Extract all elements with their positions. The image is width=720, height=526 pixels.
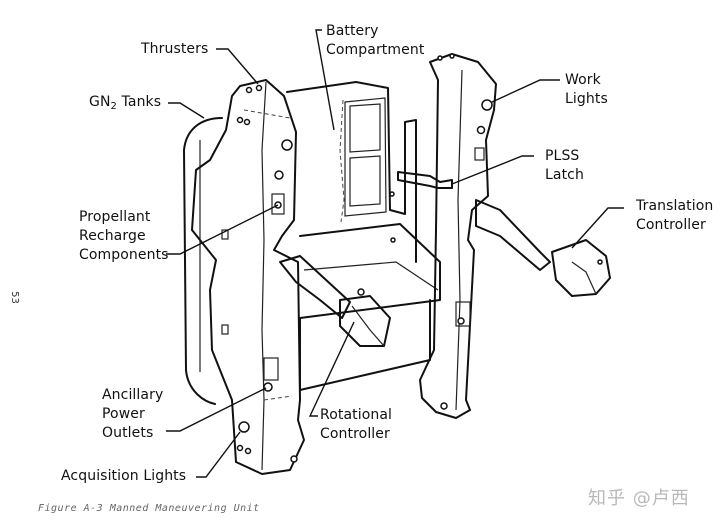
left-gauge	[274, 170, 284, 180]
leader-gn2	[168, 102, 205, 119]
battery-cutaway	[339, 99, 345, 223]
right-gauge	[476, 125, 486, 135]
left-tower-front	[261, 81, 267, 471]
right-tower-front	[455, 69, 463, 411]
leader-battery	[315, 29, 335, 131]
watermark: 知乎 @卢西	[588, 488, 690, 509]
translation-grip-face	[571, 261, 597, 295]
label-translation-line1: Translation	[636, 198, 714, 214]
label-work-line2: Lights	[565, 91, 608, 107]
rotational-grip-face	[351, 305, 385, 347]
left-work-light	[281, 139, 293, 151]
center-tray	[299, 223, 441, 319]
page-number: 53	[8, 291, 20, 304]
ancillary-power-outlet	[263, 382, 273, 392]
label-ancillary-line1: Ancillary	[102, 387, 164, 403]
right-work-light	[481, 99, 493, 111]
thruster-nozzle	[243, 118, 251, 126]
back-plate	[286, 81, 417, 263]
label-ancillary-line3: Outlets	[102, 425, 154, 441]
left-tower-edge-2	[263, 395, 293, 401]
left-tower	[191, 79, 305, 475]
acquisition-light-small	[244, 447, 252, 455]
bolt-hole	[457, 317, 465, 325]
propellant-recharge-port	[271, 193, 285, 215]
gn2-tank	[183, 117, 223, 405]
acquisition-light-small	[236, 444, 244, 452]
thruster-nozzle	[255, 84, 263, 92]
leader-propellant	[166, 204, 279, 255]
battery-cell-upper	[349, 103, 381, 153]
rotational-controller-grip	[339, 295, 391, 347]
figure-caption: Figure A-3 Manned Maneuvering Unit	[38, 503, 260, 514]
label-propellant-line1: Propellant	[79, 209, 151, 225]
thruster-nozzle	[245, 86, 253, 94]
tray-edge	[303, 261, 439, 291]
thruster-nozzle	[236, 116, 244, 124]
rotational-arm	[279, 255, 351, 319]
thruster-nozzle	[437, 55, 443, 61]
label-gn2-tanks: GN2 Tanks	[89, 93, 161, 116]
label-rotational-line2: Controller	[320, 426, 390, 442]
translation-controller-grip	[551, 239, 611, 297]
label-rotational-controller: Rotational Controller	[320, 406, 392, 444]
label-acquisition-text: Acquisition Lights	[61, 468, 187, 484]
tank-fitting	[221, 229, 229, 240]
label-acquisition-lights: Acquisition Lights	[61, 467, 186, 486]
grip-button	[597, 259, 603, 265]
label-battery-compartment: Battery Compartment	[326, 22, 424, 60]
bolt-hole	[389, 191, 395, 197]
bolt-hole	[290, 455, 298, 463]
right-lower-panel	[455, 301, 471, 327]
ancillary-power-outlet-panel	[263, 357, 279, 381]
leader-thrusters	[216, 48, 259, 85]
rotational-trigger	[357, 288, 365, 296]
label-rotational-line1: Rotational	[320, 407, 393, 423]
leader-work-lights	[491, 79, 560, 103]
label-propellant-line3: Components	[79, 247, 169, 263]
leader-acquisition	[196, 431, 241, 478]
bolt-hole	[440, 402, 448, 410]
label-plss-latch: PLSS Latch	[545, 147, 584, 185]
leader-ancillary	[166, 387, 267, 432]
leader-plss	[451, 155, 534, 185]
label-translation-line2: Controller	[636, 217, 706, 233]
thruster-nozzle	[449, 53, 455, 59]
label-ancillary-power: Ancillary Power Outlets	[102, 386, 163, 443]
bolt-hole	[390, 237, 396, 243]
label-gn2-subscript: 2	[110, 101, 117, 112]
translation-arm	[475, 199, 551, 271]
label-work-line1: Work	[565, 72, 601, 88]
label-gn2-main: GN	[89, 94, 111, 110]
label-plss-line2: Latch	[545, 167, 584, 183]
label-thrusters-text: Thrusters	[141, 41, 209, 57]
battery-compartment	[344, 97, 387, 217]
label-translation-controller: Translation Controller	[636, 197, 713, 235]
label-thrusters: Thrusters	[141, 40, 208, 59]
label-propellant-line2: Recharge	[79, 228, 146, 244]
acquisition-light	[238, 421, 250, 433]
leader-translation	[571, 207, 624, 249]
label-work-lights: Work Lights	[565, 71, 608, 109]
label-plss-line1: PLSS	[545, 148, 580, 164]
left-tower-edge	[243, 109, 291, 119]
leader-rotational	[308, 321, 355, 417]
label-battery-line2: Compartment	[326, 42, 425, 58]
tank-fitting	[221, 324, 229, 335]
plss-latch	[397, 171, 453, 189]
battery-cell-lower	[349, 155, 381, 207]
right-panel	[474, 147, 485, 161]
label-gn2-rest: Tanks	[117, 94, 162, 110]
label-propellant-recharge: Propellant Recharge Components	[79, 208, 169, 265]
label-ancillary-line2: Power	[102, 406, 145, 422]
label-battery-line1: Battery	[326, 23, 379, 39]
